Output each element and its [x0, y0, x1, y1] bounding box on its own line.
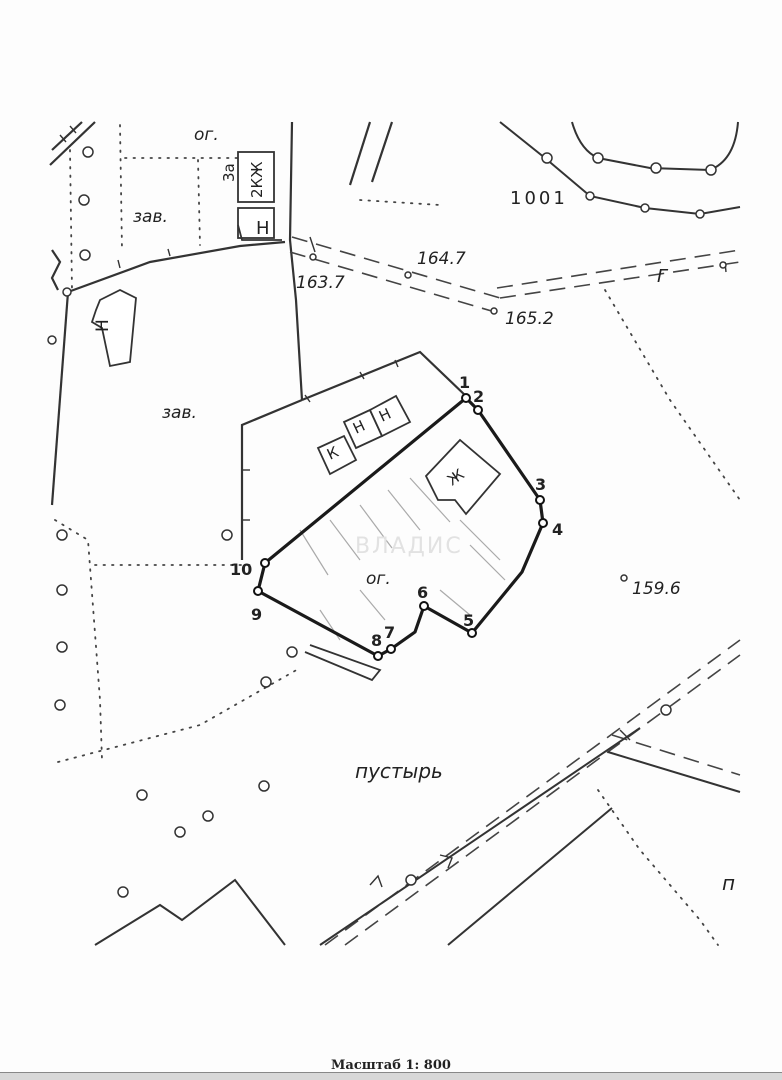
elevation-159-6: 159.6 — [632, 579, 681, 599]
arrow-marks — [309, 236, 727, 888]
point-label-10: 10 — [230, 560, 252, 579]
elevation-165-2: 165.2 — [505, 309, 554, 329]
parcel-boundary — [256, 396, 545, 658]
scale-caption: Масштаб 1: 800 — [331, 1058, 451, 1073]
solid-lines — [94, 121, 741, 946]
fence-lines — [49, 121, 469, 560]
inner-building-outline — [304, 644, 382, 682]
label-wasteland: пустырь — [355, 759, 443, 783]
label-zav-top: зав. — [133, 207, 168, 227]
parcel-hatching — [299, 477, 506, 641]
label-zav-mid: зав. — [162, 403, 197, 423]
point-label-4: 4 — [552, 520, 563, 539]
building-label-n-small: Н — [256, 218, 270, 239]
point-label-7: 7 — [384, 623, 395, 642]
label-og-inside: ог. — [366, 569, 391, 589]
point-label-6: 6 — [417, 583, 428, 602]
label-og-top: ог. — [194, 125, 219, 145]
point-label-9: 9 — [251, 605, 262, 624]
point-label-1: 1 — [459, 373, 470, 392]
point-label-2: 2 — [473, 387, 484, 406]
page-bottom-edge — [0, 1072, 782, 1080]
building-label-n-house: Н — [93, 319, 113, 332]
small-ticks — [59, 125, 399, 521]
structure-code: 1001 — [510, 188, 568, 209]
buildings — [90, 151, 502, 516]
elevation-163-7: 163.7 — [296, 273, 345, 293]
elevation-164-7: 164.7 — [417, 249, 466, 269]
building-label-2kzh: 2КЖ — [248, 162, 266, 198]
point-label-5: 5 — [463, 611, 474, 630]
point-label-8: 8 — [371, 631, 382, 650]
point-label-3: 3 — [535, 475, 546, 494]
point-markers — [47, 146, 727, 898]
parcel-vertices — [253, 393, 548, 661]
label-wasteland-partial: п — [722, 871, 735, 895]
building-label-3a: 3а — [220, 163, 238, 182]
dotted-boundaries — [54, 124, 741, 946]
watermark: ВЛАДИС — [355, 534, 463, 559]
line-letter: Г — [657, 266, 669, 287]
